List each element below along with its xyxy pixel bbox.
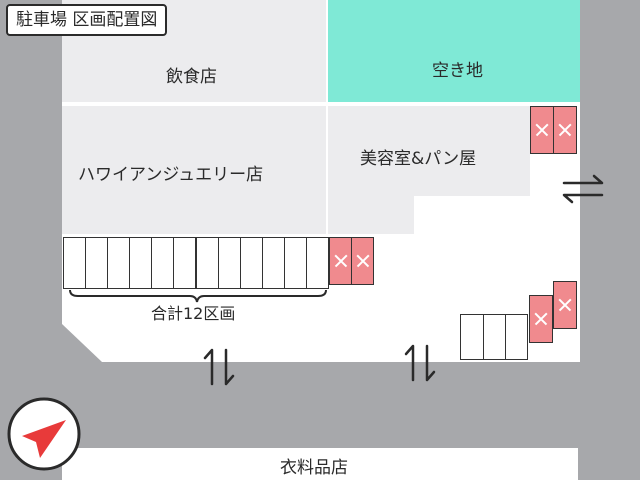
- restaurant-label: 飲食店: [166, 67, 217, 87]
- vacant-lot-label: 空き地: [432, 61, 483, 81]
- parking-space: [505, 314, 528, 360]
- unavailable-space: [553, 281, 577, 329]
- jewelry-store-label: ハワイアンジュエリー店: [78, 165, 264, 185]
- unavailable-space: [351, 237, 374, 285]
- jewelry-store-building: [62, 106, 326, 234]
- vacant-lot: [328, 0, 580, 102]
- unavailable-space: [553, 106, 577, 154]
- salon-bakery-annex: [328, 196, 414, 234]
- space-count-label: 合計12区画: [151, 304, 236, 323]
- salon-bakery-building: [328, 106, 530, 196]
- salon-bakery-label: 美容室&パン屋: [360, 149, 477, 169]
- clothing-store-building: [62, 448, 578, 480]
- map-title: 駐車場 区画配置図: [6, 4, 168, 36]
- unavailable-space: [530, 106, 554, 154]
- road-bottom: [0, 362, 640, 448]
- clothing-store-label: 衣料品店: [280, 458, 348, 478]
